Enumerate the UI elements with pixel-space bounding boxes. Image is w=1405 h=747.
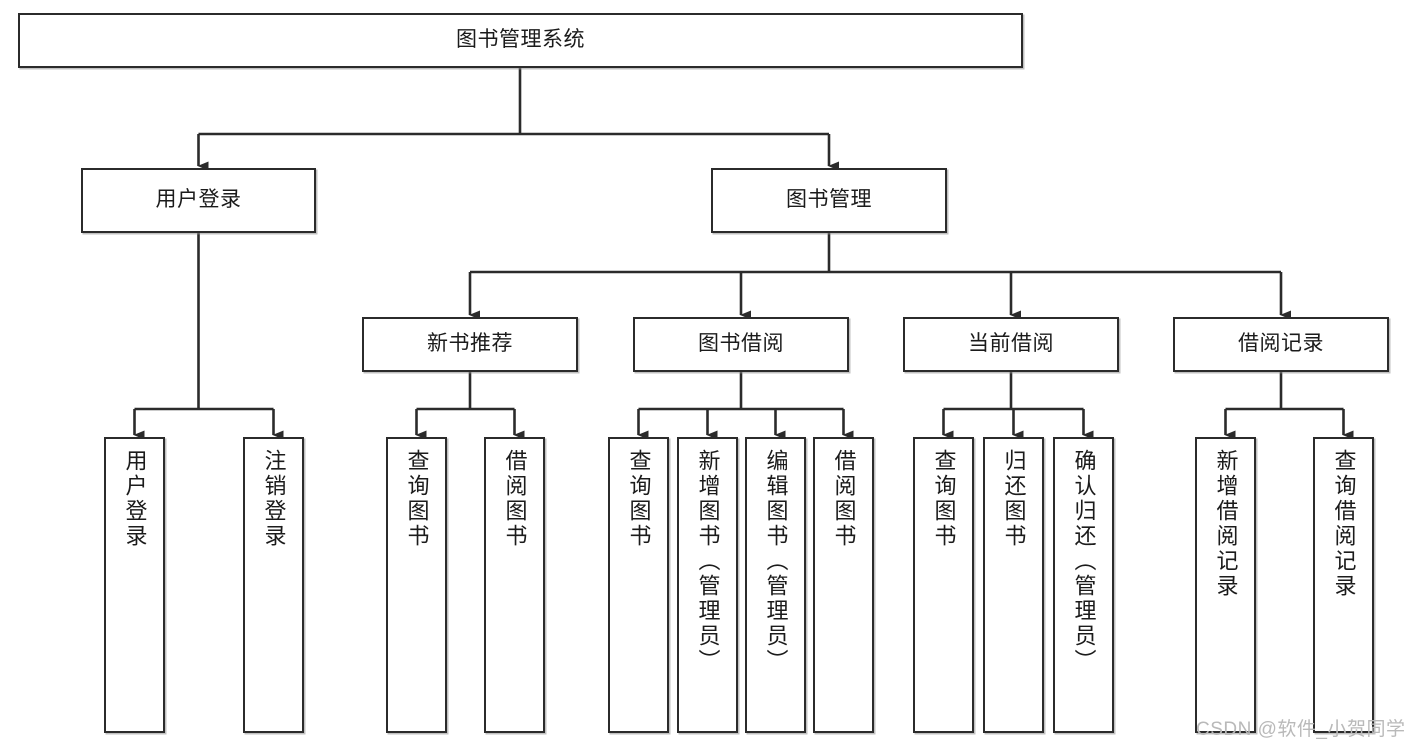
leaf-node-leaf-user-login[interactable]: 用户登录 — [104, 437, 165, 733]
node-label: 用户登录 — [122, 449, 148, 549]
leaf-node-leaf-query-book-2[interactable]: 查询图书 — [608, 437, 669, 733]
node-label: 借阅图书 — [831, 449, 857, 549]
leaf-node-leaf-query-book-1[interactable]: 查询图书 — [386, 437, 447, 733]
node-label: 图书管理系统 — [456, 28, 585, 52]
level2-node-current-borrow[interactable]: 当前借阅 — [903, 317, 1119, 372]
node-label: 借阅记录 — [1238, 332, 1324, 356]
node-label: 借阅图书 — [502, 449, 528, 549]
node-label: 新增图书（管理员） — [695, 449, 721, 674]
leaf-node-leaf-edit-book[interactable]: 编辑图书（管理员） — [745, 437, 806, 733]
leaf-node-leaf-add-record[interactable]: 新增借阅记录 — [1195, 437, 1256, 733]
leaf-node-leaf-query-record[interactable]: 查询借阅记录 — [1313, 437, 1374, 733]
leaf-node-leaf-borrow-book-2[interactable]: 借阅图书 — [813, 437, 874, 733]
level2-node-book-borrow[interactable]: 图书借阅 — [633, 317, 849, 372]
node-label: 查询图书 — [931, 449, 957, 549]
leaf-node-leaf-add-book[interactable]: 新增图书（管理员） — [677, 437, 738, 733]
node-label: 用户登录 — [155, 188, 242, 212]
node-label: 查询借阅记录 — [1331, 449, 1357, 599]
node-label: 查询图书 — [404, 449, 430, 549]
node-label: 注销登录 — [261, 449, 287, 549]
leaf-node-leaf-user-logout[interactable]: 注销登录 — [243, 437, 304, 733]
level1-node-book-manage[interactable]: 图书管理 — [711, 168, 947, 233]
level2-node-borrow-record[interactable]: 借阅记录 — [1173, 317, 1389, 372]
node-label: 新增借阅记录 — [1213, 449, 1239, 599]
node-label: 图书借阅 — [698, 332, 784, 356]
leaf-node-leaf-confirm-return[interactable]: 确认归还（管理员） — [1053, 437, 1114, 733]
node-label: 新书推荐 — [427, 332, 513, 356]
leaf-node-leaf-borrow-book-1[interactable]: 借阅图书 — [484, 437, 545, 733]
node-label: 编辑图书（管理员） — [763, 449, 789, 674]
leaf-node-leaf-return-book[interactable]: 归还图书 — [983, 437, 1044, 733]
leaf-node-leaf-query-book-3[interactable]: 查询图书 — [913, 437, 974, 733]
level1-node-user-login[interactable]: 用户登录 — [81, 168, 316, 233]
node-label: 查询图书 — [626, 449, 652, 549]
node-label: 图书管理 — [786, 188, 872, 212]
node-label: 归还图书 — [1001, 449, 1027, 549]
level2-node-new-book-rec[interactable]: 新书推荐 — [362, 317, 578, 372]
root-node[interactable]: 图书管理系统 — [18, 13, 1023, 68]
node-label: 确认归还（管理员） — [1071, 449, 1097, 674]
node-label: 当前借阅 — [968, 332, 1054, 356]
